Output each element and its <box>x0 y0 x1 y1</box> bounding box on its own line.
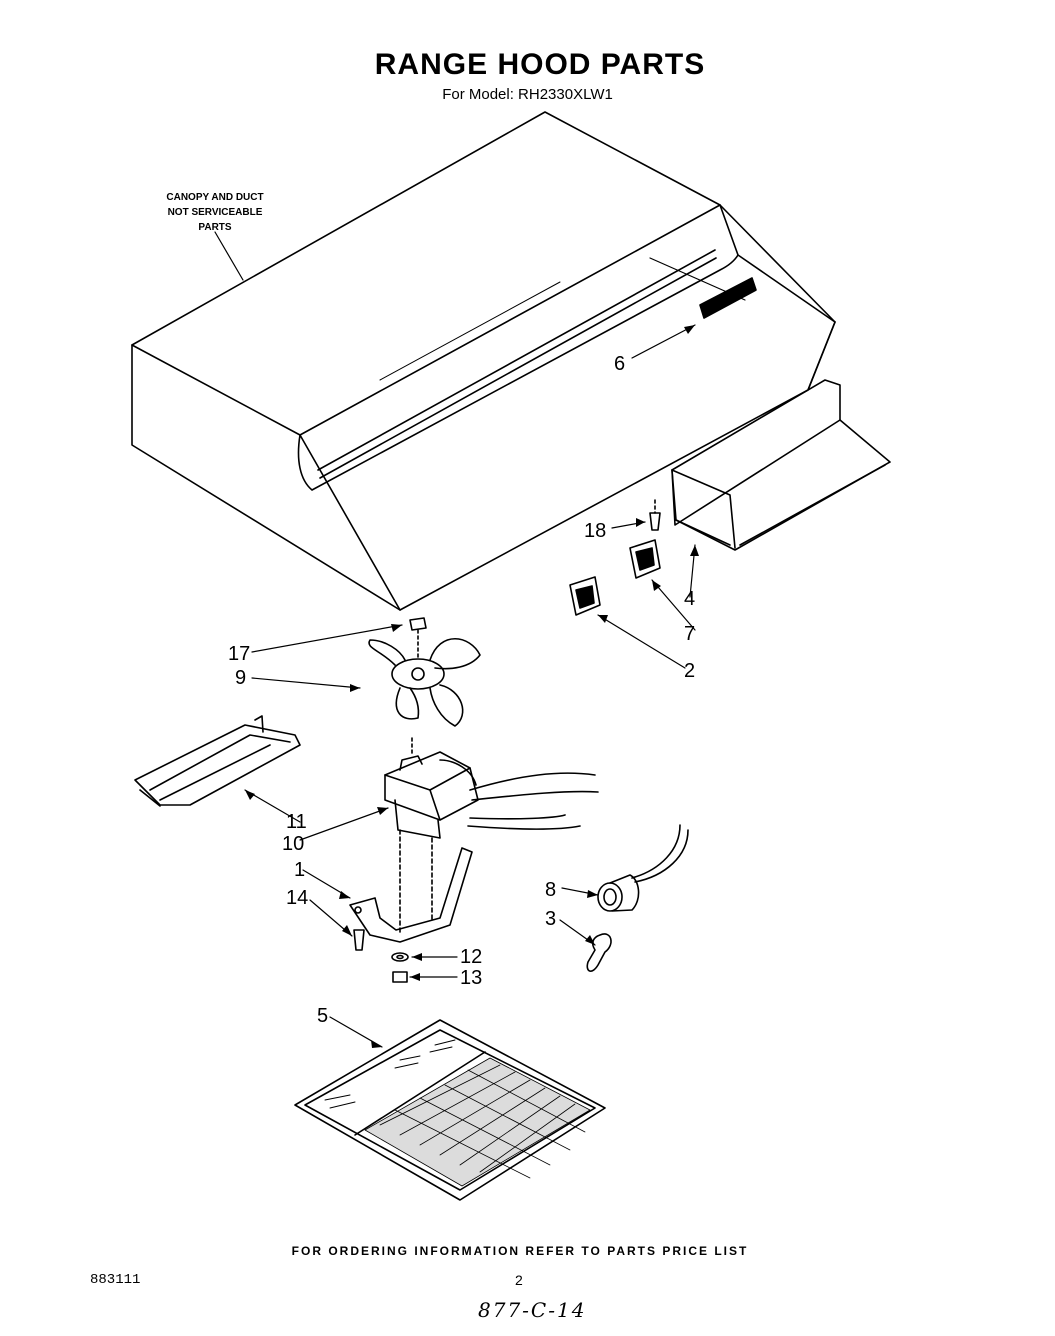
handwritten-note: 877-C-14 <box>478 1298 587 1322</box>
fan-blade <box>368 637 481 727</box>
filter-glare <box>324 1039 456 1109</box>
ordering-footer: FOR ORDERING INFORMATION REFER TO PARTS … <box>291 1244 749 1258</box>
switch-2 <box>569 576 601 616</box>
part-label-6: 6 <box>614 353 625 375</box>
nut-13 <box>392 971 408 983</box>
part-labels: 6 18 4 7 2 17 9 11 10 1 14 12 13 8 3 5 <box>228 353 695 1027</box>
model-subtitle: For Model: RH2330XLW1 <box>442 86 613 103</box>
name-plate <box>699 277 757 319</box>
part-label-17: 17 <box>228 643 250 665</box>
arrow-heads <box>245 325 699 1048</box>
screw-14 <box>353 929 365 951</box>
part-label-1: 1 <box>294 859 305 881</box>
switch-7 <box>629 539 661 579</box>
part-label-2: 2 <box>684 660 695 682</box>
part-label-7: 7 <box>684 623 695 645</box>
mounting-bracket <box>349 829 473 943</box>
part-label-5: 5 <box>317 1005 328 1027</box>
hood-canopy <box>131 111 836 611</box>
part-label-4: 4 <box>684 588 695 610</box>
part-label-9: 9 <box>235 667 246 689</box>
part-label-12: 12 <box>460 946 482 968</box>
part-label-13: 13 <box>460 967 482 989</box>
washer-12 <box>391 952 409 962</box>
part-label-14: 14 <box>286 887 308 909</box>
part-label-18: 18 <box>584 520 606 542</box>
canopy-note-line-2: NOT SERVICEABLE <box>167 207 263 218</box>
filter-mesh <box>364 1057 591 1187</box>
part-label-11: 11 <box>286 811 307 833</box>
screw-18 <box>649 499 661 531</box>
wire-connector <box>597 824 689 912</box>
part-label-8: 8 <box>545 879 556 901</box>
fan-nut <box>409 617 427 661</box>
part-label-3: 3 <box>545 908 556 930</box>
page-number: 2 <box>515 1272 523 1288</box>
document-number: 883111 <box>90 1272 141 1288</box>
strain-relief <box>586 933 612 972</box>
damper-part <box>671 379 891 551</box>
light-assembly <box>134 715 301 807</box>
canopy-note-line-1: CANOPY AND DUCT <box>166 192 264 203</box>
part-label-10: 10 <box>282 833 304 855</box>
motor <box>384 737 599 839</box>
canopy-note-line-3: PARTS <box>198 222 232 233</box>
canopy-note: CANOPY AND DUCT NOT SERVICEABLE PARTS <box>140 190 290 235</box>
grease-filter <box>294 1019 606 1201</box>
leader-lines <box>214 231 746 1048</box>
page-title: RANGE HOOD PARTS <box>374 48 706 81</box>
